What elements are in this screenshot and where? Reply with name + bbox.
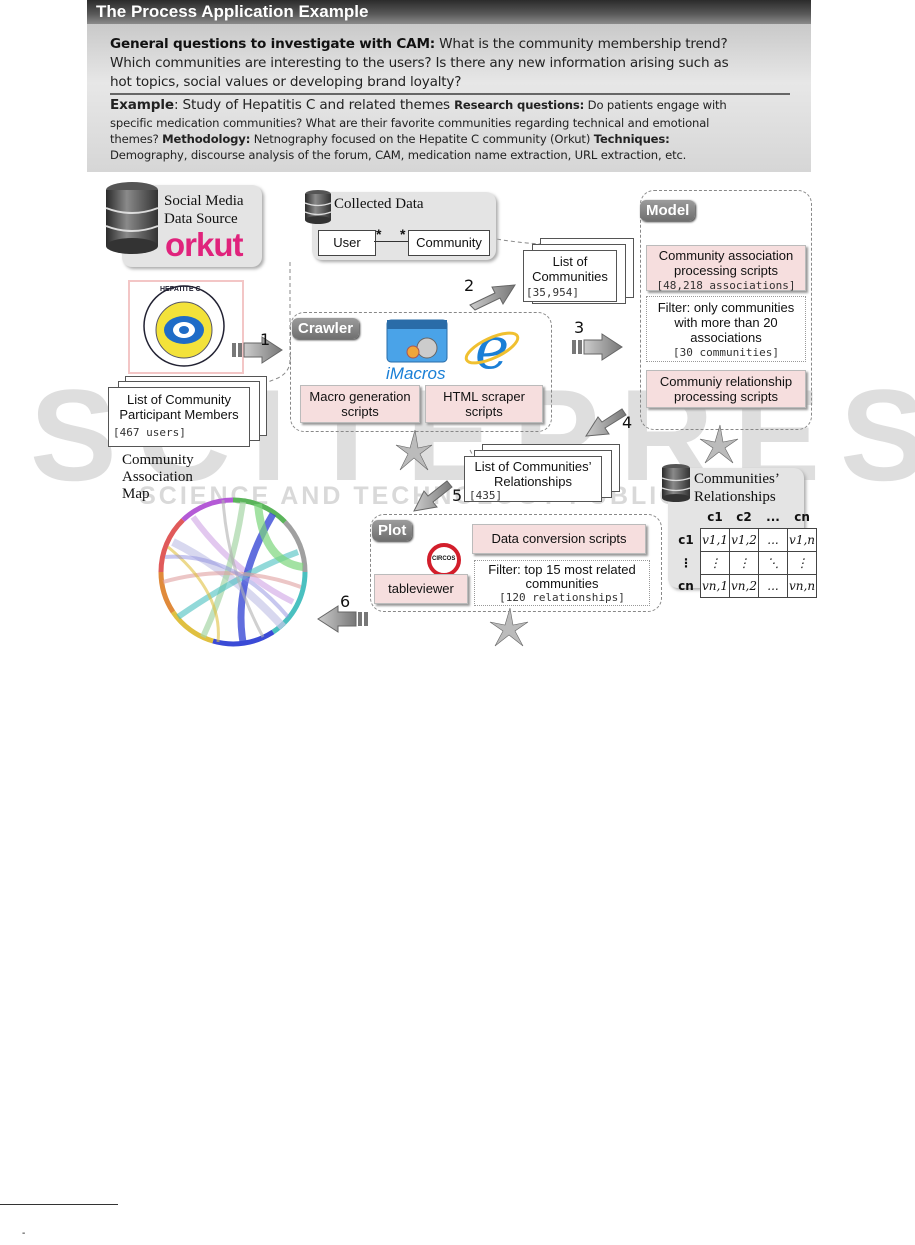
- database-icon: [661, 464, 691, 502]
- multiplicity-star: *: [376, 226, 382, 242]
- footnote-rule: [0, 1204, 118, 1205]
- map-title: Community Association Map: [122, 452, 194, 502]
- matrix-cell: ⋱: [758, 551, 788, 575]
- orkut-logo: orkut: [165, 226, 243, 263]
- relationships-document: List of Communities’ Relationships [435]: [464, 456, 602, 502]
- info-general-line1: General questions to investigate with CA…: [110, 36, 728, 52]
- matrix-cell: ⋮: [786, 551, 818, 575]
- members-document: List of Community Participant Members [4…: [108, 387, 250, 447]
- step-label-1: 1: [260, 330, 271, 349]
- crawler-region: [290, 312, 552, 432]
- info-example-line2: specific medication communities? What ar…: [110, 116, 710, 130]
- matrix-cell: v1,n: [786, 528, 818, 552]
- star-decoration: [395, 424, 739, 647]
- matrix-cell: vn,1: [700, 574, 730, 598]
- matrix-cell: ⋮: [729, 551, 759, 575]
- community-filter: Filter: only communities with more than …: [646, 296, 806, 362]
- svg-text:e: e: [475, 318, 509, 378]
- relationships-db-title: Communities’ Relationships: [694, 471, 780, 505]
- communities-document: List of Communities [35,954]: [523, 250, 617, 302]
- info-divider: [110, 93, 790, 95]
- footnote-mark: -: [22, 1228, 26, 1239]
- arrow-step-6: [317, 605, 368, 633]
- circos-label: CIRCOS: [432, 556, 456, 562]
- info-general-line2: Which communities are interesting to the…: [110, 55, 729, 71]
- step-label-5: 5: [452, 486, 463, 505]
- plot-tag: Plot: [372, 520, 413, 541]
- info-example-line3: themes? Methodology: Netnography focused…: [110, 132, 670, 146]
- source-title: Social Media Data Source: [164, 193, 244, 227]
- step-label-3: 3: [574, 318, 585, 337]
- top-communities-filter: Filter: top 15 most related communities …: [474, 560, 650, 606]
- plot-region: [370, 514, 662, 612]
- page-title: The Process Application Example: [96, 2, 369, 21]
- arrow-step-5: [413, 480, 453, 512]
- database-icon: [304, 190, 332, 224]
- matrix-cell: vn,n: [786, 574, 818, 598]
- crawler-tag: Crawler: [292, 318, 360, 339]
- internet-explorer-icon: e: [464, 318, 520, 378]
- collected-title: Collected Data: [334, 196, 424, 212]
- relationship-scripts: Communiy relationship processing scripts: [646, 370, 806, 408]
- seal-label: HEPATITE C: [160, 286, 201, 293]
- database-icon: [105, 182, 159, 254]
- matrix-cell: v1,1: [700, 528, 730, 552]
- association-scripts: Community association processing scripts…: [646, 245, 806, 292]
- relationship-matrix: c1 c2 ... cn c1 v1,1 v1,2 ... v1,n ⋮ ⋮ ⋮…: [672, 506, 818, 598]
- arrow-step-2: [469, 284, 516, 311]
- relation-line: [374, 241, 408, 242]
- imacros-icon: [386, 319, 448, 363]
- community-entity: Community: [408, 230, 490, 256]
- step-label-6: 6: [340, 592, 351, 611]
- header-bar: [87, 0, 811, 24]
- info-example-line1: Example: Study of Hepatitis C and relate…: [110, 97, 727, 113]
- arrow-step-4: [585, 408, 627, 437]
- macro-generation-scripts: Macro generation scripts: [300, 385, 420, 423]
- data-conversion-scripts: Data conversion scripts: [472, 524, 646, 554]
- matrix-cell: ...: [758, 528, 788, 552]
- html-scraper-scripts: HTML scraper scripts: [425, 385, 543, 423]
- info-example-line4: Demography, discourse analysis of the fo…: [110, 148, 687, 162]
- matrix-cell: vn,2: [729, 574, 759, 598]
- model-region: [640, 190, 812, 430]
- matrix-cell: ...: [758, 574, 788, 598]
- step-label-2: 2: [464, 276, 475, 295]
- imacros-label: iMacros: [386, 364, 446, 383]
- info-box: [87, 24, 811, 172]
- user-entity: User: [318, 230, 376, 256]
- community-association-map: [158, 497, 308, 647]
- arrow-step-3: [572, 333, 623, 361]
- info-general-line3: hot topics, social values or developing …: [110, 74, 462, 90]
- general-label: General questions to investigate with CA…: [110, 36, 436, 52]
- step-label-4: 4: [622, 413, 633, 432]
- multiplicity-star: *: [400, 226, 406, 242]
- arrow-step-1: [232, 336, 283, 364]
- model-tag: Model: [640, 200, 696, 221]
- matrix-cell: ⋮: [700, 551, 730, 575]
- tableviewer-tool: tableviewer: [374, 574, 468, 604]
- hepatite-seal-icon: [143, 285, 225, 367]
